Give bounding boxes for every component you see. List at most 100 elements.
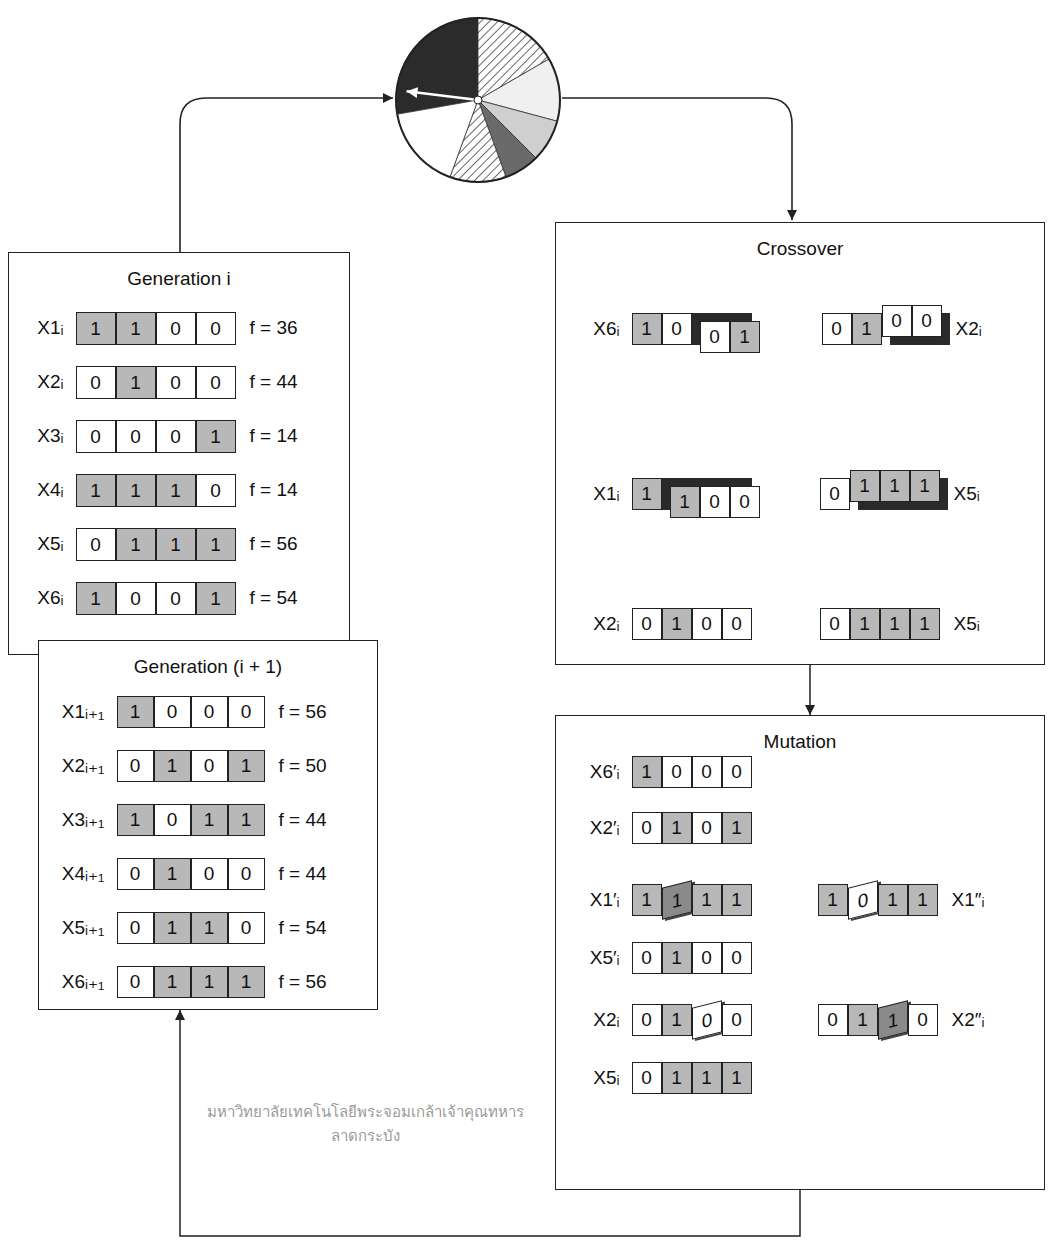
chromosome: 0101X2′ᵢ (632, 812, 752, 844)
gene-cell: 0 (116, 420, 156, 453)
panel-title: Generation (i + 1) (39, 656, 377, 678)
gene-cell: 1 (662, 942, 692, 974)
gene-value: 0 (90, 535, 101, 554)
stage-panel: Crossover1001X6ᵢ0100X2ᵢ1100X1ᵢ0111X5ᵢ010… (555, 222, 1045, 665)
gene-cell: 1 (76, 474, 116, 507)
gene-cell: 1 (852, 313, 882, 345)
gene-value: 0 (90, 373, 101, 392)
gene-group: 1111 (632, 884, 752, 916)
gene-cell: 1 (191, 912, 228, 944)
gene-cell: 1 (722, 884, 752, 916)
gene-group: 0111 (76, 528, 236, 561)
gene-value: 1 (889, 476, 900, 495)
gene-group: 0110 (818, 1004, 938, 1036)
chromosome: 0100X4ᵢ₊₁f = 44 (117, 858, 265, 890)
chromosome-label: X6ᵢ (593, 318, 619, 339)
panel-title: Generation i (9, 268, 349, 290)
gene-value: 1 (887, 890, 898, 909)
gene-cell: 1 (191, 804, 228, 836)
gene-value: 0 (827, 1010, 838, 1029)
gene-value: 1 (130, 810, 141, 829)
gene-group: 0100 (632, 608, 752, 640)
gene-cell: 1 (76, 312, 116, 345)
gene-value: 1 (671, 889, 682, 911)
chromosome-label: X5ᵢ (954, 613, 980, 634)
chromosome: 0110X2″ᵢ (818, 1004, 938, 1036)
gene-value: 1 (204, 972, 215, 991)
gene-value: 0 (204, 702, 215, 721)
chromosome-label: X4ᵢ₊₁ (62, 863, 105, 884)
gene-cell: 0 (700, 321, 730, 353)
chromosome: 0111X5ᵢ (820, 608, 940, 640)
gene-cell: 1 (908, 884, 938, 916)
gene-value: 1 (130, 373, 141, 392)
gene-value: 0 (731, 948, 742, 967)
chromosome-label: X5′ᵢ (590, 947, 620, 968)
gene-cell: 1 (880, 608, 910, 640)
gene-value: 1 (731, 818, 742, 837)
gene-cell: 1 (196, 582, 236, 615)
gene-cell: 1 (154, 750, 191, 782)
gene-value: 1 (204, 810, 215, 829)
gene-value: 0 (167, 702, 178, 721)
gene-cell: 1 (156, 528, 196, 561)
gene-cell: 1 (730, 321, 760, 353)
chromosome-label: X6ᵢ₊₁ (62, 971, 105, 992)
gene-cell: 0 (76, 420, 116, 453)
gene-cell: 1 (722, 812, 752, 844)
gene-cell: 0 (662, 313, 692, 345)
chromosome-label: X2ᵢ (37, 372, 63, 393)
gene-group: 0101 (632, 812, 752, 844)
gene-value: 0 (671, 319, 682, 338)
chromosome: 0100X2ᵢ (632, 1004, 752, 1036)
gene-cell: 0 (191, 858, 228, 890)
chromosome: 0100X2ᵢf = 44 (76, 366, 236, 399)
gene-value: 1 (701, 1068, 712, 1087)
gene-value: 0 (210, 373, 221, 392)
gene-value: 0 (709, 327, 720, 346)
gene-value: 0 (641, 1010, 652, 1029)
gene-cell: 0 (196, 366, 236, 399)
gene-cell: 1 (117, 804, 154, 836)
gene-value: 0 (709, 492, 720, 511)
gene-value: 1 (859, 476, 870, 495)
gene-value: 1 (130, 535, 141, 554)
gene-cell: 0 (632, 942, 662, 974)
fitness-value: f = 44 (279, 863, 327, 884)
gene-value: 0 (167, 810, 178, 829)
chromosome-label: X1ᵢ₊₁ (62, 701, 105, 722)
gene-cell: 0 (191, 750, 228, 782)
gene-value: 1 (857, 1010, 868, 1029)
gene-group: 1000 (632, 756, 752, 788)
wheel-rim (396, 18, 560, 182)
gene-cell: 0 (722, 756, 752, 788)
fitness-value: f = 14 (250, 426, 298, 447)
chromosome-label: X5ᵢ₊₁ (62, 917, 105, 938)
gene-value: 0 (701, 762, 712, 781)
chromosome: 0101X2ᵢ₊₁f = 50 (117, 750, 265, 782)
flow-arrow (809, 665, 811, 715)
gene-cell: 1 (154, 858, 191, 890)
gene-group: 0100 (632, 942, 752, 974)
gene-cell: 1 (632, 884, 662, 916)
gene-value: 1 (241, 810, 252, 829)
gene-cell: 1 (662, 1004, 692, 1036)
gene-value: 0 (130, 427, 141, 446)
gene-cell: 1 (632, 756, 662, 788)
gene-value: 0 (130, 589, 141, 608)
gene-value: 1 (210, 589, 221, 608)
chromosome: 1111X1′ᵢ (632, 884, 752, 916)
gene-group: 0001 (76, 420, 236, 453)
gene-cell: 1 (154, 966, 191, 998)
chromosome-label: X1ᵢ (593, 483, 619, 504)
chromosome: 1011X1″ᵢ (818, 884, 938, 916)
gene-value: 1 (170, 481, 181, 500)
gene-cell: 0 (196, 474, 236, 507)
gene-group: 111 (850, 470, 940, 502)
fitness-value: f = 14 (250, 480, 298, 501)
chromosome: 0110X5ᵢ₊₁f = 54 (117, 912, 265, 944)
gene-value: 0 (170, 427, 181, 446)
stage-panel: Generation i1100X1ᵢf = 360100X2ᵢf = 4400… (8, 252, 350, 655)
chromosome-label: X5ᵢ (37, 534, 63, 555)
